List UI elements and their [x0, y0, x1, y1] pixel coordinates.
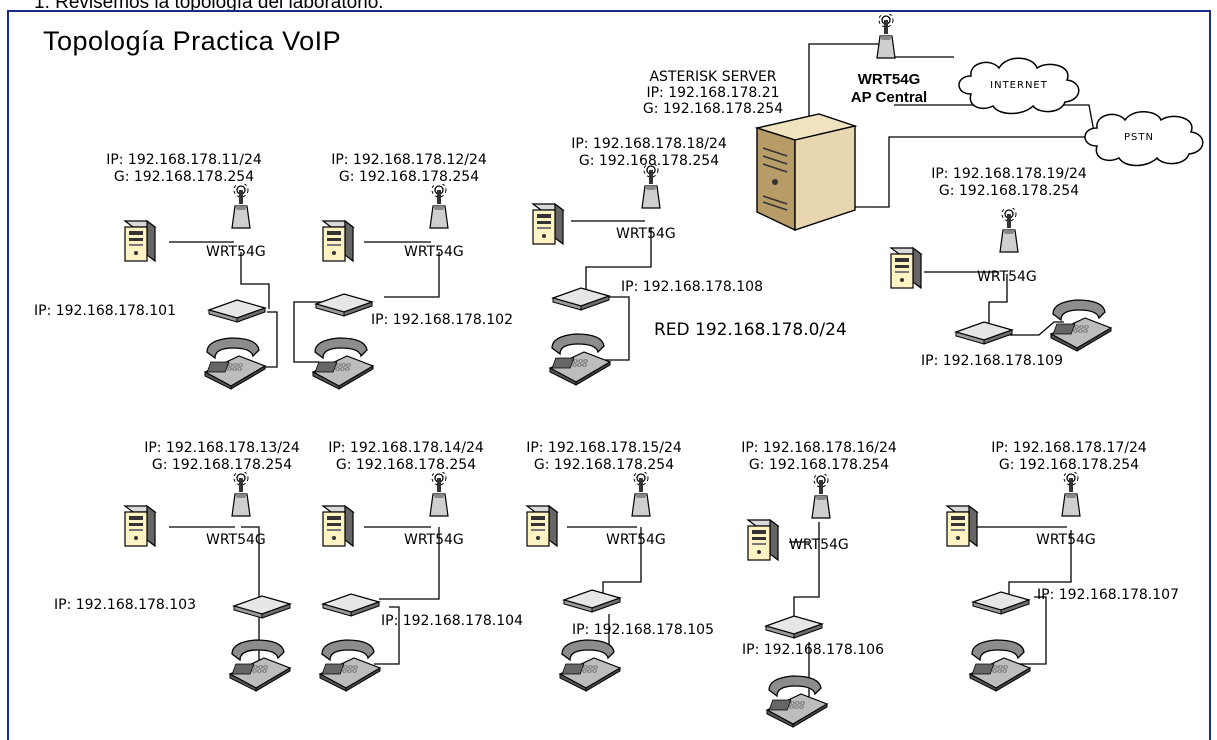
phone-ip: IP: 192.168.178.105 [572, 622, 714, 638]
pstn-label: PSTN [1124, 132, 1154, 143]
central-ap-role: AP Central [850, 89, 928, 106]
cell-ip: IP: 192.168.178.14/24 [328, 440, 484, 456]
cell-gateway: G: 192.168.178.254 [338, 169, 480, 185]
wireless-router-icon [1059, 472, 1083, 520]
voip-adapter-icon [764, 612, 824, 640]
diagram-title: Topología Practica VoIP [43, 26, 342, 56]
router-label: WRT54G [789, 537, 849, 553]
cell-gateway: G: 192.168.178.254 [578, 153, 720, 169]
server-name: ASTERISK SERVER [649, 69, 777, 85]
telephone-icon [554, 636, 624, 692]
cell-gateway: G: 192.168.178.254 [938, 183, 1080, 199]
router-label: WRT54G [977, 269, 1037, 285]
wireless-router-icon [997, 208, 1021, 256]
cell-gateway: G: 192.168.178.254 [113, 169, 255, 185]
computer-tower-icon [527, 200, 567, 248]
central-ap-model: WRT54G [857, 71, 921, 88]
wireless-router-icon [809, 474, 833, 522]
computer-tower-icon [521, 502, 561, 550]
voip-adapter-icon [232, 592, 292, 620]
router-label: WRT54G [206, 244, 266, 260]
server-tower-icon [751, 112, 861, 232]
wireless-router-icon [427, 184, 451, 232]
voip-adapter-icon [954, 318, 1014, 346]
cell-ip: IP: 192.168.178.12/24 [331, 152, 487, 168]
connection-lines [169, 43, 1110, 712]
router-label: WRT54G [404, 532, 464, 548]
voip-adapter-icon [971, 588, 1031, 616]
phone-ip: IP: 192.168.178.106 [742, 642, 884, 658]
phone-ip: IP: 192.168.178.109 [921, 353, 1063, 369]
cell-gateway: G: 192.168.178.254 [335, 457, 477, 473]
voip-adapter-icon [321, 590, 381, 618]
network-label: RED 192.168.178.0/24 [654, 320, 847, 340]
computer-tower-icon [885, 244, 925, 292]
telephone-icon [964, 636, 1034, 692]
wireless-router-icon [229, 472, 253, 520]
cloud-icon [1084, 111, 1204, 167]
server-gateway: G: 192.168.178.254 [642, 101, 784, 117]
cell-gateway: G: 192.168.178.254 [748, 457, 890, 473]
computer-tower-icon [119, 217, 159, 265]
computer-tower-icon [317, 217, 357, 265]
computer-tower-icon [941, 502, 981, 550]
internet-label: INTERNET [990, 80, 1048, 91]
router-label: WRT54G [206, 532, 266, 548]
phone-ip: IP: 192.168.178.103 [54, 597, 196, 613]
telephone-icon [761, 672, 831, 728]
wireless-router-icon [629, 472, 653, 520]
telephone-icon [1045, 296, 1115, 352]
phone-ip: IP: 192.168.178.104 [381, 613, 523, 629]
voip-adapter-icon [562, 586, 622, 614]
voip-adapter-icon [207, 296, 267, 324]
central-ap-router-icon [874, 14, 898, 62]
cell-ip: IP: 192.168.178.15/24 [526, 440, 682, 456]
router-label: WRT54G [616, 226, 676, 242]
telephone-icon [199, 334, 269, 390]
cloud-icon [958, 57, 1080, 115]
voip-adapter-icon [314, 290, 374, 318]
cell-ip: IP: 192.168.178.13/24 [144, 440, 300, 456]
phone-ip: IP: 192.168.178.101 [34, 303, 176, 319]
computer-tower-icon [119, 502, 159, 550]
cell-ip: IP: 192.168.178.16/24 [741, 440, 897, 456]
server-ip: IP: 192.168.178.21 [646, 85, 780, 101]
phone-ip: IP: 192.168.178.107 [1037, 587, 1179, 603]
router-label: WRT54G [404, 244, 464, 260]
cell-ip: IP: 192.168.178.11/24 [106, 152, 262, 168]
cell-ip: IP: 192.168.178.17/24 [991, 440, 1147, 456]
cell-gateway: G: 192.168.178.254 [533, 457, 675, 473]
telephone-icon [544, 330, 614, 386]
computer-tower-icon [742, 516, 782, 564]
computer-tower-icon [317, 502, 357, 550]
cell-ip: IP: 192.168.178.19/24 [931, 166, 1087, 182]
phone-ip: IP: 192.168.178.102 [371, 312, 513, 328]
voip-adapter-icon [551, 284, 611, 312]
wireless-router-icon [639, 164, 663, 212]
telephone-icon [314, 636, 384, 692]
wireless-router-icon [427, 472, 451, 520]
diagram-frame: Topología Practica VoIP ASTERISK SERVER … [7, 10, 1211, 740]
cell-gateway: G: 192.168.178.254 [998, 457, 1140, 473]
telephone-icon [224, 636, 294, 692]
document-caption: 1. Revisemos la topología del laboratori… [34, 0, 384, 13]
cell-gateway: G: 192.168.178.254 [151, 457, 293, 473]
cell-ip: IP: 192.168.178.18/24 [571, 136, 727, 152]
phone-ip: IP: 192.168.178.108 [621, 279, 763, 295]
router-label: WRT54G [1036, 532, 1096, 548]
router-label: WRT54G [606, 532, 666, 548]
telephone-icon [307, 334, 377, 390]
wireless-router-icon [229, 184, 253, 232]
